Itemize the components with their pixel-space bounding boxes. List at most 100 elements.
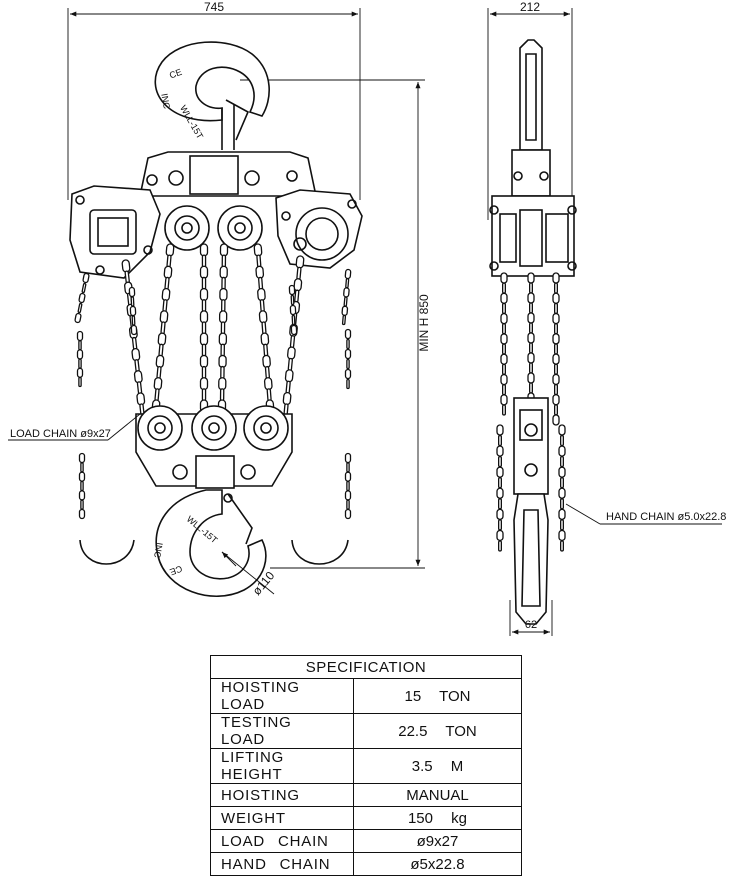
chain-link <box>341 305 349 316</box>
chain-link <box>76 349 84 360</box>
chain-link <box>263 343 269 357</box>
chain-link <box>201 321 207 335</box>
chain-link <box>343 296 348 307</box>
chain-link <box>529 282 534 294</box>
chain-link <box>341 314 347 326</box>
chain-link <box>153 377 163 391</box>
chain-link <box>501 363 506 376</box>
bottom-hook-mark-inc: INC <box>152 542 165 559</box>
specification-table: SPECIFICATION HOISTING LOAD 15 TON TESTI… <box>210 655 522 876</box>
chain-link <box>162 299 168 313</box>
table-row: LOAD CHAIN ø9x27 <box>210 829 522 853</box>
chain-link <box>554 282 559 294</box>
chain-link <box>154 388 160 402</box>
chain-link <box>77 302 83 314</box>
spec-label: LIFTING HEIGHT <box>210 748 354 784</box>
chain-link <box>131 315 136 326</box>
chain-link <box>500 373 508 386</box>
chain-link <box>76 367 84 378</box>
chain-link <box>496 466 504 478</box>
chain-link <box>81 282 87 294</box>
chain-link <box>124 270 130 284</box>
chain-link <box>290 324 298 336</box>
chain-link <box>158 343 164 357</box>
chain-link <box>261 321 267 335</box>
chain-link <box>527 292 535 304</box>
chain-link <box>344 368 352 380</box>
chain-link <box>496 529 504 542</box>
load-chain-callout: LOAD CHAIN ø9x27 <box>10 428 111 440</box>
chain-link <box>558 487 566 499</box>
chain-link <box>218 354 227 369</box>
chain-link <box>497 455 502 468</box>
chain-link <box>496 445 504 457</box>
chain-link <box>160 321 166 335</box>
chain-link <box>161 287 171 302</box>
chain-link <box>285 380 291 394</box>
chain-link <box>128 286 136 298</box>
chain-link <box>501 323 506 335</box>
chain-link <box>218 332 228 346</box>
chain-link <box>527 312 535 324</box>
chain-link <box>78 508 86 520</box>
chain-link <box>527 332 535 344</box>
chain-link <box>344 471 352 482</box>
chain-link <box>286 346 296 360</box>
chain-link <box>558 529 566 542</box>
chain-link <box>258 310 268 324</box>
chain-link <box>74 312 82 324</box>
chain-link <box>121 259 131 273</box>
chain-link <box>558 466 566 478</box>
chain-link <box>264 365 270 380</box>
chain-link <box>259 299 265 313</box>
chain-link <box>552 414 560 426</box>
chain-link <box>201 276 207 291</box>
chain-link <box>552 272 560 284</box>
chain-link <box>497 434 502 447</box>
chain-link <box>129 305 137 317</box>
chain-link <box>500 272 508 284</box>
chain-link <box>344 452 352 464</box>
chain-link <box>199 332 209 346</box>
chain-link <box>201 299 207 313</box>
chain-link <box>497 519 502 531</box>
chain-link <box>80 462 84 473</box>
chain-link <box>157 332 167 346</box>
chain-link <box>560 498 565 510</box>
chain-link <box>501 282 506 294</box>
chain-link <box>560 519 565 531</box>
chain-link <box>527 372 535 384</box>
chain-link <box>134 359 140 373</box>
spec-value: ø5x22.8 <box>353 852 522 876</box>
hand-chains <box>74 268 352 520</box>
chain-link <box>284 369 294 383</box>
dim-side-width: 212 <box>520 0 540 14</box>
chain-link <box>201 343 207 357</box>
chain-link <box>82 272 90 284</box>
chain-link <box>266 388 272 402</box>
chain-link <box>554 363 559 375</box>
chain-link <box>344 508 352 520</box>
chain-link <box>257 287 266 302</box>
chain-link <box>156 365 162 380</box>
chain-link <box>199 287 209 302</box>
chain-link <box>500 394 508 406</box>
chain-link <box>500 333 508 345</box>
chain-link <box>76 330 84 342</box>
chain-link <box>295 255 305 269</box>
chain-link <box>133 370 143 384</box>
chain-link <box>78 340 82 351</box>
table-row: LIFTING HEIGHT 3.5 M <box>210 748 522 784</box>
spec-value: 22.5 TON <box>353 713 522 749</box>
chain-link <box>344 328 352 340</box>
spec-value: 150 kg <box>353 806 522 830</box>
chain-link <box>501 404 506 416</box>
bottom-sheaves <box>137 405 289 451</box>
front-view: 745 MIN H 850 CE INC WLL-15T <box>8 0 431 598</box>
chain-link <box>554 383 559 396</box>
chain-link <box>220 365 225 380</box>
chain-link <box>291 314 296 326</box>
chain-link <box>258 276 264 291</box>
chain-link <box>256 254 262 268</box>
chain-link <box>346 462 350 473</box>
